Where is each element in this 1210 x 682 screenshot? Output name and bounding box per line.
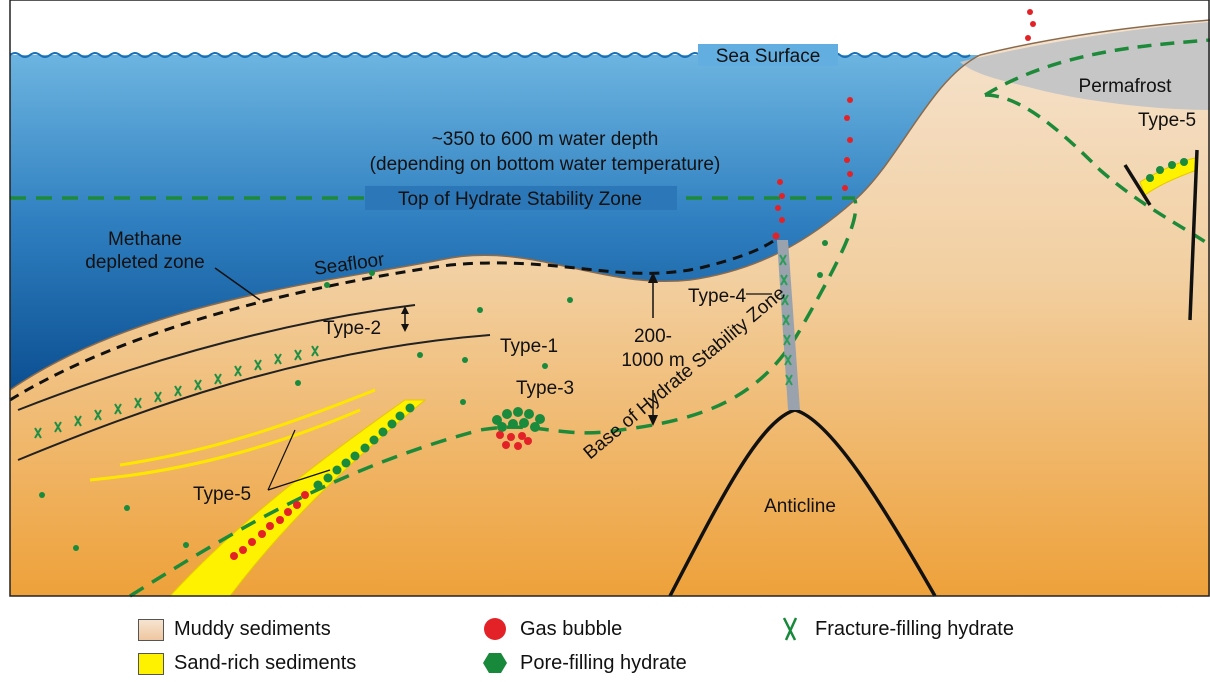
- thickness-line2: 1000 m: [621, 350, 684, 371]
- fault-1: [1123, 164, 1152, 206]
- legend-fracture-label: Fracture-filling hydrate: [815, 617, 1014, 640]
- type2-fracture-hydrate-band: [34, 345, 319, 439]
- top-hsz-label-bg: [365, 186, 677, 210]
- type5-left-label: Type-5: [193, 484, 251, 505]
- type5-sand-hydrate: [313, 158, 1188, 490]
- rising-gas-bubbles: [772, 9, 1036, 240]
- fracture-hydrate-icon: [782, 617, 798, 641]
- pore-hydrate-icon: [483, 653, 507, 673]
- permafrost-body: [960, 22, 1210, 110]
- type5-leader-2: [267, 469, 331, 491]
- type2-label: Type-2: [323, 318, 381, 339]
- permafrost-hsz-line: [984, 38, 1210, 97]
- methane-label-line1: Methane: [108, 229, 182, 250]
- type2-arrow-head-up: [401, 306, 409, 314]
- pore-hydrate-dots: [39, 240, 828, 551]
- type5-right-label: Type-5: [1138, 110, 1196, 131]
- type1-label: Type-1: [500, 336, 558, 357]
- gas-bubble-icon: [484, 618, 506, 640]
- legend-pore: Pore-filling hydrate: [480, 650, 687, 676]
- type4-fracture-hydrate: [779, 254, 793, 386]
- diagram-frame: [9, 0, 1210, 597]
- legend-sand: Sand-rich sediments: [138, 652, 356, 675]
- sediment-body: [10, 20, 1210, 596]
- type5-gas-bubbles: [230, 491, 309, 560]
- sand-lens-1: [119, 388, 376, 467]
- base-hsz-line: [129, 199, 858, 598]
- legend-fracture: Fracture-filling hydrate: [775, 616, 1014, 642]
- type3-hydrate-cluster: [492, 407, 545, 450]
- seafloor-line: [9, 19, 1210, 391]
- permafrost-label: Permafrost: [1079, 76, 1173, 97]
- sand-lens-2: [89, 408, 361, 482]
- arrow-head-down: [648, 415, 658, 426]
- water-depth-line1: ~350 to 600 m water depth: [432, 129, 659, 150]
- type5-leader-1: [267, 429, 296, 491]
- legend-pore-label: Pore-filling hydrate: [520, 651, 687, 674]
- type2-arrow-head-down: [401, 324, 409, 332]
- top-hsz-label: Top of Hydrate Stability Zone: [398, 189, 642, 210]
- sulfate-methane-line: [9, 238, 776, 402]
- legend-muddy: Muddy sediments: [138, 618, 331, 641]
- thickness-line1: 200-: [634, 326, 672, 347]
- water-depth-line2: (depending on bottom water temperature): [370, 154, 721, 175]
- type2-upper-boundary: [17, 304, 416, 411]
- muddy-swatch: [138, 618, 164, 641]
- anticline-label: Anticline: [764, 496, 836, 517]
- legend-muddy-label: Muddy sediments: [174, 618, 331, 640]
- methane-leader: [214, 267, 261, 301]
- methane-label-line2: depleted zone: [85, 252, 204, 273]
- sea-water: [10, 55, 980, 390]
- arrow-head-up: [648, 272, 658, 283]
- permafrost-base-hsz-line: [984, 93, 1210, 247]
- sea-surface-label-bg: [698, 44, 838, 66]
- type4-label: Type-4: [688, 286, 747, 307]
- legend-sand-label: Sand-rich sediments: [174, 652, 357, 674]
- sea-surface-label-text: Sea Surface: [716, 46, 821, 67]
- legend-gas: Gas bubble: [480, 616, 622, 642]
- legend: Muddy sediments Sand-rich sediments Gas …: [0, 600, 1210, 682]
- type2-lower-boundary: [17, 334, 491, 461]
- type3-label: Type-3: [516, 378, 574, 399]
- fault-2: [1188, 149, 1199, 321]
- legend-gas-label: Gas bubble: [520, 617, 623, 640]
- sand-swatch: [138, 652, 164, 675]
